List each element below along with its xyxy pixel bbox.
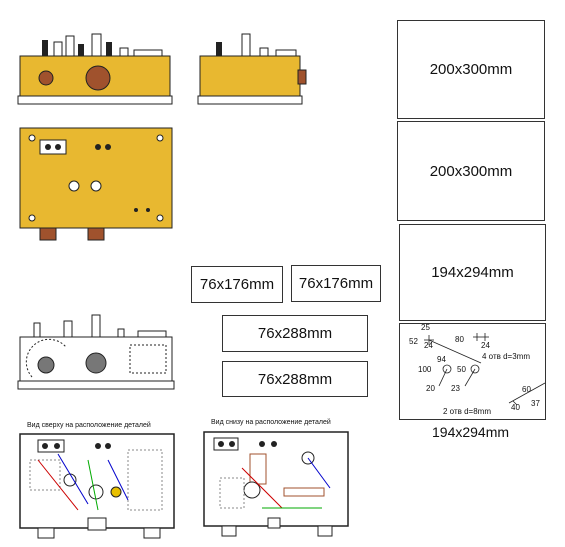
dim-80: 80 <box>455 335 464 344</box>
note-2-holes: 2 отв d=8mm <box>443 407 491 416</box>
dim-94: 94 <box>437 355 446 364</box>
panel-front-b: 76x288mm <box>222 361 368 397</box>
dim-60: 60 <box>522 385 531 394</box>
dim-20: 20 <box>426 384 435 393</box>
panel-side-b: 76x176mm <box>291 265 381 302</box>
panel-label: 76x176mm <box>199 276 275 293</box>
dim-37: 37 <box>531 399 540 408</box>
drill-caption: 194x294mm <box>432 424 510 440</box>
dim-52: 52 <box>409 337 418 346</box>
amp-front-view <box>17 33 173 105</box>
dim-25: 25 <box>421 323 430 332</box>
panel-label: 200x300mm <box>429 61 513 78</box>
dim-24a: 24 <box>424 341 433 350</box>
panel-label: 76x288mm <box>257 325 333 342</box>
panel-label: 76x288mm <box>257 370 333 388</box>
panel-label: 194x294mm <box>431 264 514 281</box>
dim-100: 100 <box>418 365 432 374</box>
chassis-top-plate <box>19 127 173 241</box>
panel-200x300-b: 200x300mm <box>397 121 545 221</box>
caption-top-layout: Вид сверху на расположение деталей <box>27 422 151 429</box>
panel-label: 200x300mm <box>429 162 513 180</box>
panel-side-a: 76x176mm <box>191 266 283 303</box>
dim-40: 40 <box>511 403 520 412</box>
dim-50: 50 <box>457 365 466 374</box>
note-4-holes: 4 отв d=3mm <box>482 352 530 361</box>
top-layout-drawing <box>19 433 175 539</box>
panel-front-a: 76x288mm <box>222 315 368 352</box>
dim-23: 23 <box>451 384 460 393</box>
amp-side-view <box>197 33 307 105</box>
panel-194x294: 194x294mm <box>399 224 546 321</box>
amp-front-layout <box>17 314 175 390</box>
caption-bottom-layout: Вид снизу на расположение деталей <box>211 419 331 426</box>
dim-24b: 24 <box>481 341 490 350</box>
drill-template <box>399 323 546 420</box>
panel-label: 76x176mm <box>298 275 374 292</box>
drill-marks <box>424 333 546 406</box>
bottom-layout-drawing <box>203 431 349 537</box>
panel-200x300-a: 200x300mm <box>397 20 545 119</box>
